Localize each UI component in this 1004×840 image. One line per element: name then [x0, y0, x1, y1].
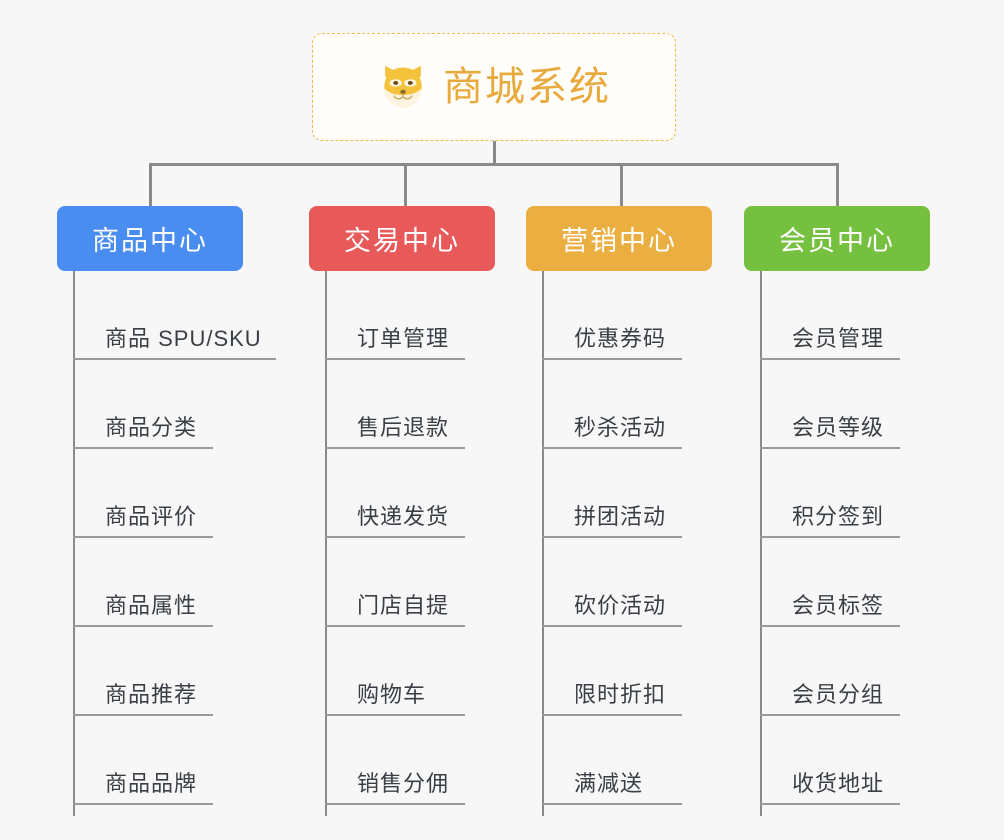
leaf-item[interactable]: 商品品牌	[73, 716, 213, 805]
connector-spine-1	[73, 271, 75, 816]
leaf-item[interactable]: 商品评价	[73, 449, 213, 538]
leaf-item-label: 商品属性	[105, 592, 198, 618]
leaf-item-label: 门店自提	[357, 592, 450, 618]
branch-header-trade-center[interactable]: 交易中心	[309, 206, 495, 271]
leaf-item-label: 积分签到	[792, 503, 885, 529]
connector-root-stem	[493, 141, 496, 165]
leaf-item-label: 快递发货	[357, 503, 450, 529]
leaf-item[interactable]: 门店自提	[325, 538, 465, 627]
connector-spine-3	[542, 271, 544, 816]
root-node-mall-system[interactable]: 商城系统	[312, 33, 676, 141]
leaf-item-label: 销售分佣	[357, 770, 450, 796]
connector-spine-2	[325, 271, 327, 816]
leaf-item-label: 限时折扣	[574, 681, 667, 707]
leaf-item[interactable]: 商品 SPU/SKU	[73, 271, 276, 360]
leaf-item[interactable]: 砍价活动	[542, 538, 682, 627]
branch-header-marketing-center[interactable]: 营销中心	[526, 206, 712, 271]
branch-trade-center: 交易中心	[309, 206, 495, 271]
shiba-dog-icon	[384, 65, 422, 108]
leaf-item-label: 秒杀活动	[574, 414, 667, 440]
leaf-item[interactable]: 购物车	[325, 627, 465, 716]
branch-product-center: 商品中心	[57, 206, 243, 271]
leaf-item[interactable]: 限时折扣	[542, 627, 682, 716]
leaf-item[interactable]: 拼团活动	[542, 449, 682, 538]
leaf-list-product-center: 商品 SPU/SKU 商品分类 商品评价 商品属性 商品推荐 商品品牌	[73, 271, 276, 805]
leaf-item[interactable]: 满减送	[542, 716, 682, 805]
leaf-item[interactable]: 会员管理	[760, 271, 900, 360]
connector-drop-3	[620, 163, 623, 206]
root-title: 商城系统	[443, 65, 611, 109]
connector-drop-1	[149, 163, 152, 206]
leaf-item-label: 购物车	[357, 681, 427, 707]
leaf-item[interactable]: 积分签到	[760, 449, 900, 538]
leaf-item-label: 订单管理	[357, 325, 450, 351]
leaf-item[interactable]: 会员分组	[760, 627, 900, 716]
leaf-list-member-center: 会员管理 会员等级 积分签到 会员标签 会员分组 收货地址	[760, 271, 900, 805]
leaf-item[interactable]: 商品属性	[73, 538, 213, 627]
leaf-item[interactable]: 销售分佣	[325, 716, 465, 805]
leaf-item[interactable]: 商品推荐	[73, 627, 213, 716]
connector-horizontal-bus	[149, 163, 839, 166]
leaf-item-label: 会员等级	[792, 414, 885, 440]
leaf-item-label: 会员分组	[792, 681, 885, 707]
leaf-item-label: 商品评价	[105, 503, 198, 529]
leaf-item[interactable]: 快递发货	[325, 449, 465, 538]
leaf-item[interactable]: 优惠券码	[542, 271, 682, 360]
leaf-item-label: 满减送	[574, 770, 644, 796]
leaf-item-label: 会员管理	[792, 325, 885, 351]
leaf-item-label: 售后退款	[357, 414, 450, 440]
leaf-item-label: 收货地址	[792, 770, 885, 796]
leaf-list-trade-center: 订单管理 售后退款 快递发货 门店自提 购物车 销售分佣	[325, 271, 465, 805]
leaf-item[interactable]: 售后退款	[325, 360, 465, 449]
leaf-item[interactable]: 秒杀活动	[542, 360, 682, 449]
leaf-item-label: 商品品牌	[105, 770, 198, 796]
leaf-item-label: 商品分类	[105, 414, 198, 440]
leaf-item[interactable]: 商品分类	[73, 360, 213, 449]
leaf-item-label: 会员标签	[792, 592, 885, 618]
leaf-item-label: 砍价活动	[574, 592, 667, 618]
leaf-item-label: 商品推荐	[105, 681, 198, 707]
connector-spine-4	[760, 271, 762, 816]
branch-marketing-center: 营销中心	[526, 206, 712, 271]
leaf-list-marketing-center: 优惠券码 秒杀活动 拼团活动 砍价活动 限时折扣 满减送	[542, 271, 682, 805]
leaf-item-label: 商品 SPU/SKU	[105, 325, 262, 351]
branch-header-product-center[interactable]: 商品中心	[57, 206, 243, 271]
branch-header-member-center[interactable]: 会员中心	[744, 206, 930, 271]
leaf-item[interactable]: 收货地址	[760, 716, 900, 805]
leaf-item-label: 优惠券码	[574, 325, 667, 351]
connector-drop-2	[404, 163, 407, 206]
leaf-item[interactable]: 会员等级	[760, 360, 900, 449]
branch-member-center: 会员中心	[744, 206, 930, 271]
leaf-item[interactable]: 会员标签	[760, 538, 900, 627]
leaf-item[interactable]: 订单管理	[325, 271, 465, 360]
connector-drop-4	[836, 163, 839, 206]
leaf-item-label: 拼团活动	[574, 503, 667, 529]
